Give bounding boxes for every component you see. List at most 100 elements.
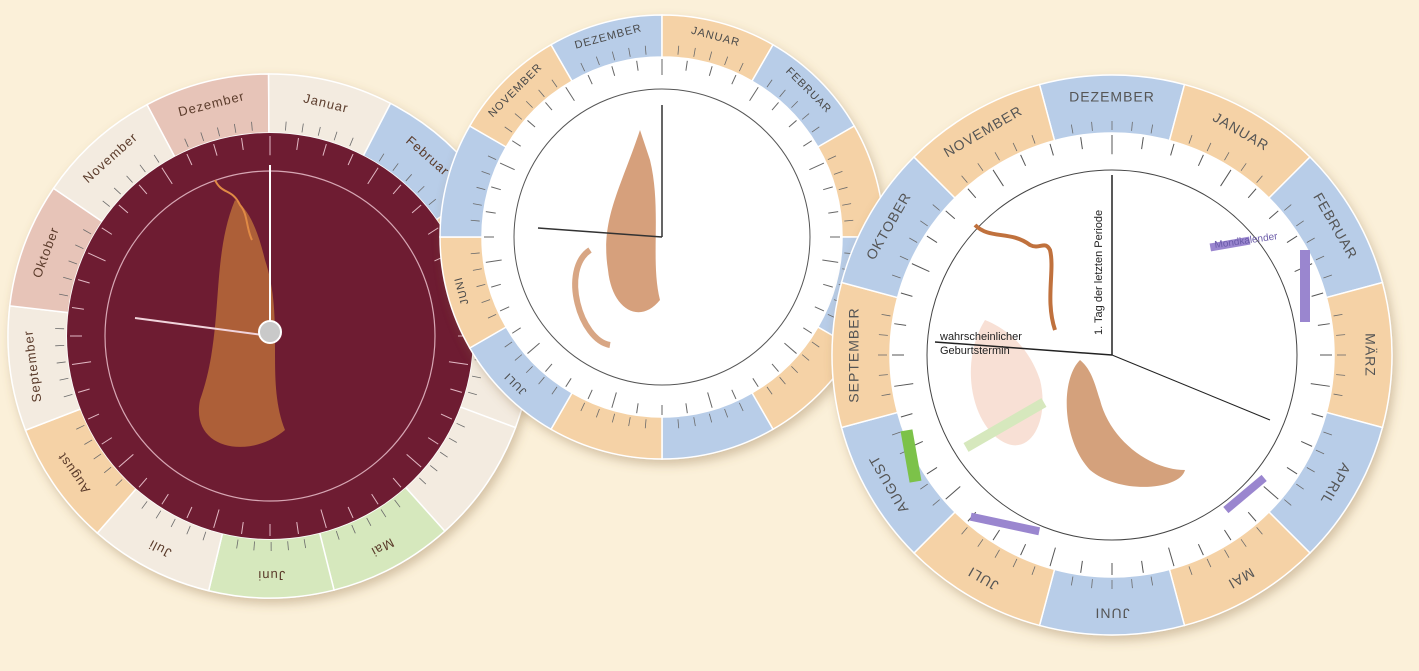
week-tick	[945, 486, 961, 500]
day-tick	[153, 154, 160, 163]
day-tick	[170, 518, 176, 528]
day-tick	[1150, 124, 1154, 134]
profile-line	[973, 223, 1057, 331]
week-tick	[499, 306, 510, 312]
day-tick	[909, 237, 918, 243]
week-tick	[1286, 235, 1298, 243]
day-tick	[335, 530, 340, 540]
week-tick	[900, 292, 913, 297]
week-tick	[1049, 143, 1054, 156]
week-tick	[565, 86, 575, 101]
day-tick	[1150, 576, 1154, 586]
day-tick	[251, 121, 253, 131]
week-tick	[1020, 543, 1027, 556]
week-tick	[485, 211, 496, 214]
day-tick	[677, 45, 680, 55]
day-tick	[538, 89, 545, 98]
day-tick	[186, 525, 191, 535]
month-label: MÄRZ	[1362, 333, 1378, 377]
day-tick	[113, 187, 121, 195]
pregnancy-wheel-right: DEZEMBERJANUARFEBRUARMÄRZAPRILMAIJUNIJUL…	[831, 74, 1393, 636]
month-segment	[1038, 568, 1186, 636]
week-tick	[1020, 154, 1027, 167]
day-tick	[1333, 313, 1343, 317]
week-tick	[784, 342, 797, 354]
week-tick	[900, 413, 913, 418]
day-tick	[200, 132, 205, 142]
week-tick	[1080, 137, 1083, 150]
day-tick	[766, 386, 773, 395]
day-tick	[1315, 255, 1325, 261]
day-tick	[476, 186, 486, 191]
week-tick	[186, 506, 193, 519]
day-tick	[481, 170, 491, 175]
day-tick	[738, 62, 744, 72]
week-tick	[411, 204, 422, 214]
day-tick	[920, 483, 928, 490]
week-tick	[118, 454, 134, 468]
day-tick	[791, 100, 799, 108]
pointer-line	[537, 227, 663, 238]
week-tick	[828, 211, 839, 214]
week-tick	[77, 279, 90, 284]
day-tick	[470, 252, 480, 255]
week-tick	[491, 186, 501, 191]
day-tick	[487, 155, 497, 161]
day-tick	[1031, 134, 1036, 144]
week-tick	[749, 86, 759, 101]
day-tick	[766, 79, 773, 88]
due-date-label-1: wahrscheinlicher	[939, 331, 1022, 343]
day-tick	[285, 121, 287, 131]
silhouette-illustration	[198, 200, 285, 447]
day-tick	[791, 366, 799, 374]
day-tick	[833, 170, 843, 175]
day-tick	[487, 313, 497, 319]
day-tick	[977, 163, 984, 171]
month-label: SEPTEMBER	[846, 307, 862, 402]
day-tick	[899, 255, 909, 261]
pointer-line	[1111, 354, 1271, 421]
day-tick	[392, 163, 399, 171]
day-tick	[472, 268, 482, 271]
day-tick	[1091, 579, 1093, 589]
day-tick	[1336, 334, 1346, 336]
day-tick	[63, 393, 73, 398]
day-tick	[891, 431, 901, 436]
day-tick	[1188, 134, 1193, 144]
day-tick	[708, 51, 713, 61]
day-tick	[994, 152, 1000, 161]
week-tick	[636, 60, 639, 71]
day-tick	[202, 531, 207, 541]
pointer-line	[134, 317, 271, 337]
week-tick	[803, 327, 813, 334]
week-tick	[101, 227, 113, 235]
week-tick	[347, 506, 354, 519]
day-tick	[141, 501, 148, 509]
week-ticks	[484, 59, 840, 415]
week-tick	[1317, 323, 1330, 326]
week-tick	[367, 167, 379, 185]
week-tick	[1220, 169, 1232, 187]
day-tick	[333, 131, 338, 141]
week-tick	[186, 153, 193, 166]
day-tick	[317, 126, 321, 136]
day-tick	[405, 174, 413, 182]
day-tick	[977, 539, 984, 547]
month-label: JUNI	[1094, 605, 1129, 621]
week-tick	[485, 259, 502, 263]
week-tick	[296, 137, 299, 150]
silhouette-illustration	[1066, 360, 1185, 487]
day-tick	[472, 203, 482, 206]
day-tick	[63, 276, 72, 281]
day-tick	[68, 260, 78, 265]
week-tick	[87, 252, 106, 262]
day-tick	[811, 126, 820, 133]
day-tick	[1012, 558, 1018, 568]
day-tick	[1206, 142, 1212, 152]
day-tick	[1296, 220, 1304, 227]
day-tick	[961, 527, 968, 535]
day-tick	[1224, 549, 1230, 558]
day-tick	[1240, 539, 1247, 547]
week-tick	[320, 509, 327, 529]
day-tick	[468, 391, 477, 396]
